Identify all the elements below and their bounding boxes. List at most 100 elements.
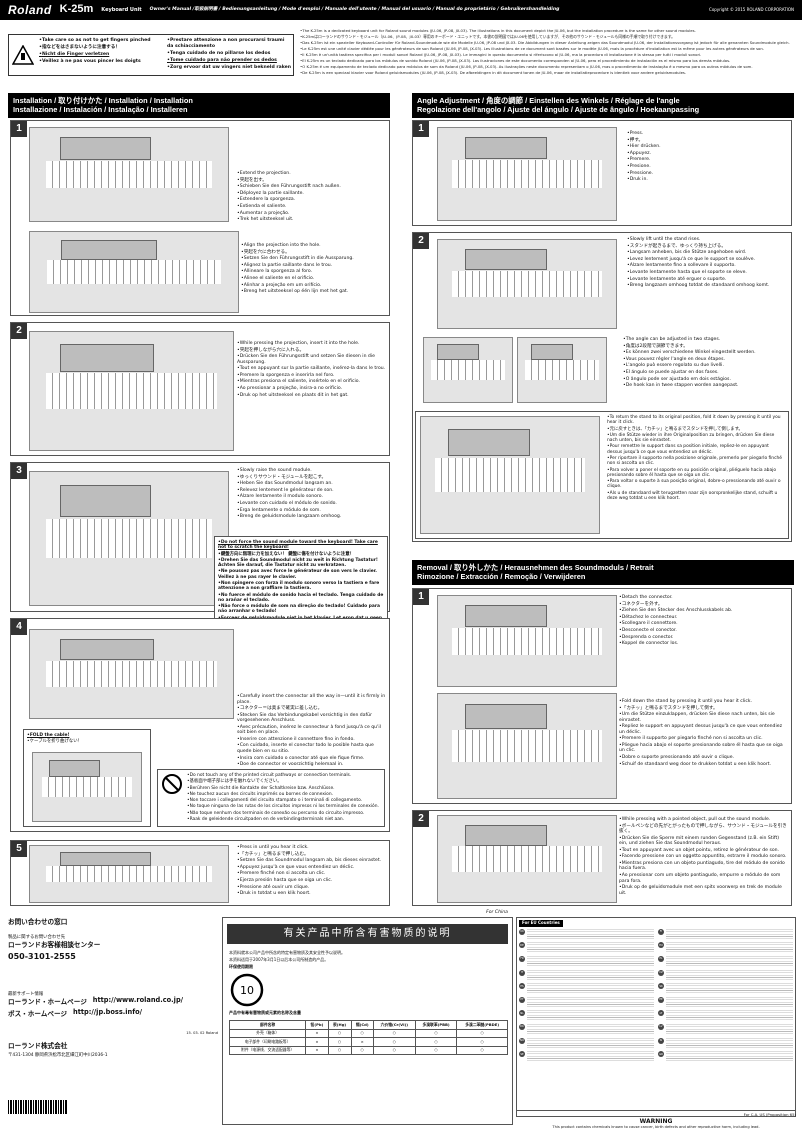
eu-country-row: PL: [658, 955, 793, 967]
step-text: Fold down the stand by pressing it until…: [619, 699, 787, 768]
caution-item: Zorg ervoor dat uw vingers niet bekneld …: [167, 65, 291, 71]
country-code-badge: CZ: [658, 969, 664, 976]
touch-warning-box: Do not touch any of the printed circuit …: [157, 769, 385, 827]
country-code-badge: DE: [519, 942, 525, 949]
support-center: ローランドお客様相談センター: [8, 941, 101, 950]
caution-list-left: Take care so as not to get fingers pinch…: [37, 35, 165, 75]
step-number: 1: [11, 121, 27, 137]
step-text: Slowly lift until the stand rises.スタンドが起…: [627, 237, 787, 290]
step-text: Extend the projection.突起を出す。Schieben Sie…: [237, 171, 387, 224]
return-stand-illustration: [420, 416, 600, 534]
prop65-box: For C.A. US (Proposition 65) WARNING Thi…: [516, 1110, 796, 1129]
step-text: The angle can be adjusted in two stages.…: [623, 337, 787, 390]
connector-illustration: [29, 629, 234, 719]
country-code-badge: UK: [519, 928, 525, 935]
caution-item: Prestare attenzione a non procurarsi tra…: [167, 38, 291, 49]
eu-country-row: DK: [519, 1023, 654, 1035]
unit-label: Keyboard Unit: [101, 7, 142, 13]
step-text: Press in until you hear it click.「カチッ」と鳴…: [237, 845, 387, 898]
eu-country-row: GR: [658, 1051, 793, 1063]
intro-note: El K-25m es un teclado dedicado para los…: [300, 58, 796, 64]
country-code-badge: LT: [658, 1010, 664, 1017]
eu-country-row: ES: [519, 983, 654, 995]
fold-stand-illustration: [437, 693, 617, 799]
intro-note: The K-25m is a dedicated keyboard unit f…: [300, 28, 796, 34]
eu-country-row: IT: [519, 969, 654, 981]
contact-title: お問い合わせの窓口: [8, 918, 68, 926]
china-tag: For China: [486, 910, 508, 915]
install-step-2: 2 While pressing the projection, insert …: [10, 322, 390, 456]
step-text: Slowly raise the sound module.ゆっくりサウンド・モ…: [237, 468, 387, 521]
angle-heading: Angle Adjustment / 角度の調節 / Einstellen de…: [412, 93, 794, 118]
eu-country-row: DE: [519, 942, 654, 954]
intro-note: Il K-25m è un'unità tastiera specifica p…: [300, 52, 796, 58]
eu-country-row: PT: [519, 996, 654, 1008]
removal-heading: Removal / 取り外しかた / Herausnehmen des Soun…: [412, 560, 794, 585]
hazard-table: 部件名称铅(Pb)汞(Hg)镉(Cd)六价铬(Cr(VI))多溴联苯(PBB)多…: [228, 1020, 508, 1056]
support-label: 最新サポート情報: [8, 991, 44, 997]
angle-stage-1-illustration: [423, 337, 513, 403]
roland-url[interactable]: http://www.roland.co.jp/: [92, 995, 184, 1004]
intro-notes: The K-25m is a dedicated keyboard unit f…: [300, 28, 796, 81]
country-code-badge: SI: [658, 1037, 664, 1044]
step-number: 2: [11, 323, 27, 339]
step-text: Align the projection into the hole.突起を穴に…: [241, 243, 389, 296]
country-code-badge: EE: [658, 996, 664, 1003]
install-step-5: 5 Press in until you hear it click.「カチッ」…: [10, 840, 390, 906]
country-code-badge: FI: [658, 928, 664, 935]
step-text: Detach the connector.コネクターを外す。Ziehen Sie…: [619, 595, 787, 648]
company-name: ローランド株式会社: [8, 1042, 68, 1051]
eu-country-row: UK: [519, 928, 654, 940]
eu-country-row: CZ: [658, 969, 793, 981]
country-code-badge: SE: [519, 1051, 525, 1058]
step-number: 5: [11, 841, 27, 857]
removal-step-2: 2 While pressing with a pointed object, …: [412, 810, 792, 906]
step-number: 1: [413, 121, 429, 137]
step-text: While pressing the projection, insert it…: [237, 341, 387, 399]
detach-illustration: [437, 595, 617, 687]
eu-country-row: NL: [519, 1010, 654, 1022]
country-code-badge: PL: [658, 955, 664, 962]
country-code-badge: ES: [519, 983, 525, 990]
prop65-warning: WARNING: [639, 1117, 673, 1125]
manual-languages: Owner's Manual /取扱説明書 / Bedienungsanleit…: [149, 7, 560, 13]
raise-illustration: [29, 471, 229, 606]
eu-country-row: LT: [658, 1010, 793, 1022]
step-text: Press.押す。Hier drücken.Appuyez.Premere.Pr…: [627, 131, 787, 184]
china-title: 有关产品中所含有害物质的说明: [227, 924, 508, 944]
intro-note: O K-25m é um equipamento de teclado dedi…: [300, 64, 796, 70]
caution-item: Veillez à ne pas vous pincer les doigts: [39, 59, 163, 65]
country-code-badge: FR: [519, 955, 525, 962]
step-text: While pressing with a pointed object, pu…: [619, 817, 787, 897]
return-stand-box: To return the stand to its original posi…: [415, 411, 789, 539]
intro-note: Le K-25m est une unité clavier dédiée po…: [300, 46, 796, 52]
header-bar: Roland K-25m Keyboard Unit Owner's Manua…: [0, 0, 802, 20]
roland-logo: Roland: [8, 2, 52, 17]
country-code-badge: NL: [519, 1010, 525, 1017]
contact-label: 製品に関するお問い合わせ先: [8, 934, 66, 940]
step-text: Carefully insert the connector all the w…: [237, 694, 389, 769]
prohibited-icon: [162, 774, 182, 794]
step-number: 3: [11, 463, 27, 479]
intro-note: Das K-25m ist ein spezieller Keyboard-Co…: [300, 40, 796, 46]
step-number: 4: [11, 619, 27, 635]
copyright: Copyright © 2015 ROLAND CORPORATION: [709, 6, 794, 12]
eu-country-row: FR: [519, 955, 654, 967]
japan-contact: お問い合わせの窓口 製品に関するお問い合わせ先 ローランドお客様相談センター 0…: [8, 918, 218, 1058]
epup-10-icon: 10: [230, 974, 264, 1007]
warning-triangle-icon: [9, 35, 37, 75]
fold-cable-box: FOLD the cable! ケーブルを折り曲げない！: [23, 729, 151, 827]
caution-item: 指などをはさまないように注意する！: [39, 45, 163, 51]
click-illustration: [29, 845, 229, 903]
boss-url[interactable]: http://jp.boss.info/: [73, 1007, 143, 1016]
eu-tag: For EU Countries: [519, 920, 563, 927]
caution-item: Nicht die Finger verletzen: [39, 52, 163, 58]
caution-list-right: Prestare attenzione a non procurarsi tra…: [165, 35, 293, 75]
install-step-4: 4 Carefully insert the connector all the…: [10, 618, 390, 832]
print-date: 15. 03. 02 Roland: [186, 1030, 218, 1035]
step-number: 2: [413, 811, 429, 827]
support-phone: 050-3101-2555: [8, 952, 76, 962]
china-rohs-box: For China 有关产品中所含有害物质的说明 本资料就本公司产品中所含的特定…: [222, 910, 513, 1125]
intro-note: De K-25m is een speciaal klavier voor Ro…: [300, 70, 796, 76]
